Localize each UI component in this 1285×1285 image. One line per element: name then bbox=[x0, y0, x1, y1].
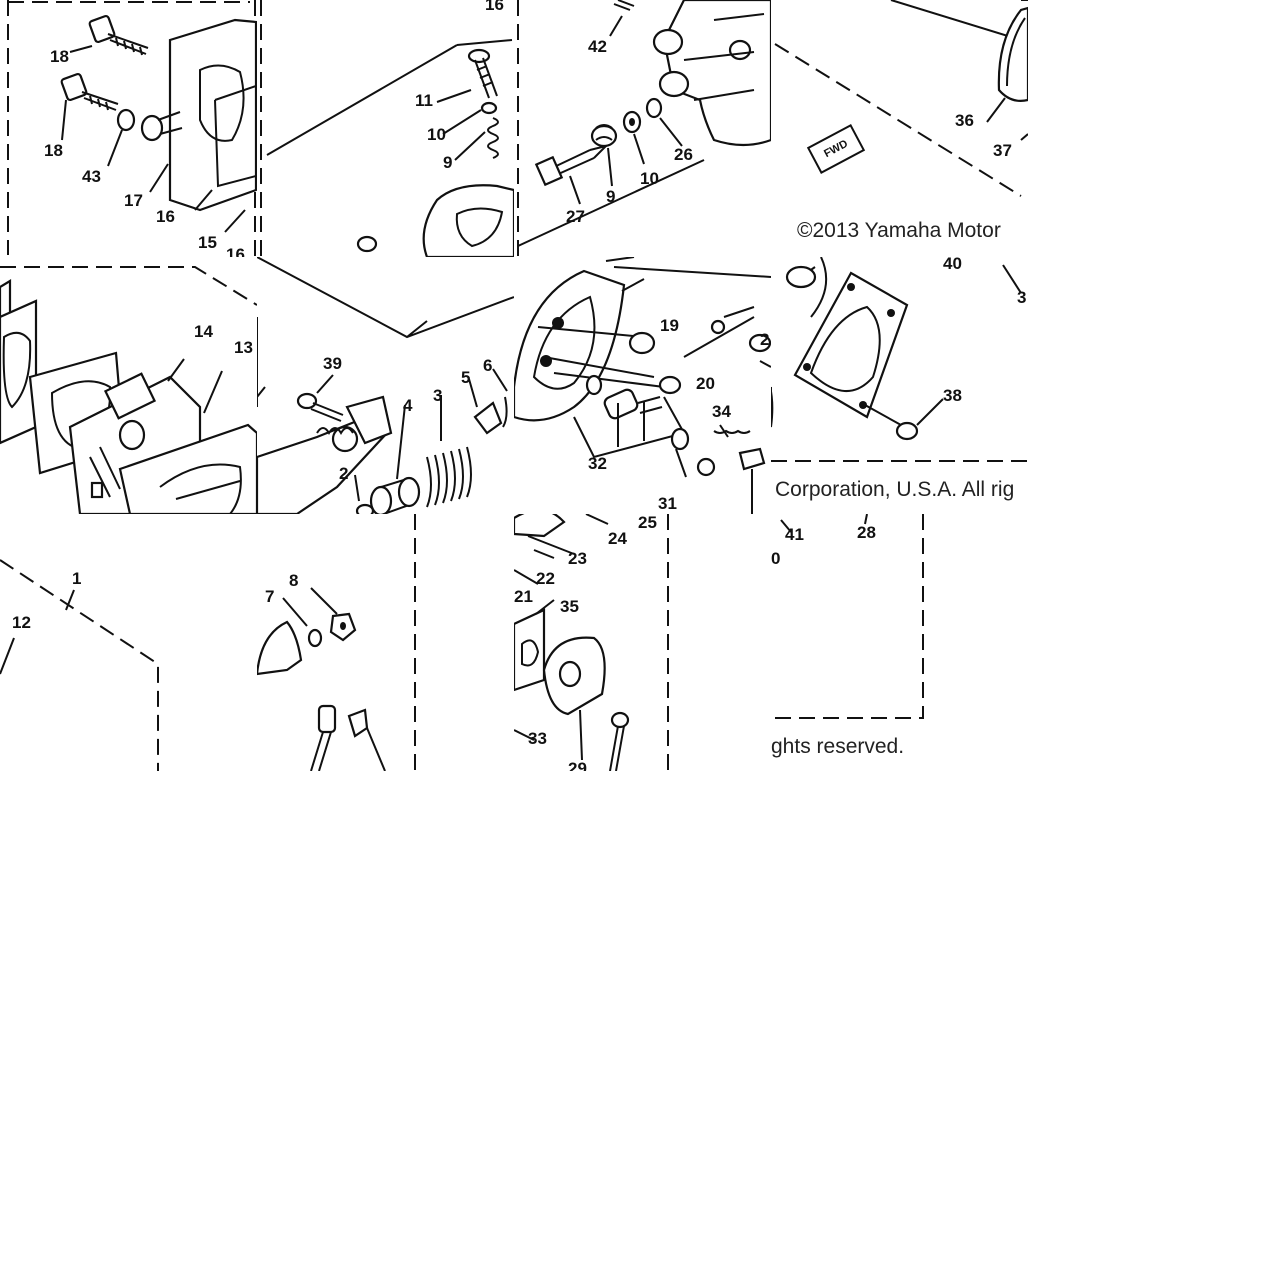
callout-39: 39 bbox=[323, 354, 342, 373]
callout-3: 3 bbox=[433, 386, 443, 405]
throttle-lever-drawing bbox=[257, 257, 514, 514]
diagram-tile-r2-c0: 1 12 bbox=[0, 514, 257, 771]
callout-0: 0 bbox=[771, 549, 781, 568]
diagram-tile-r1-c3: 40 3 38 Corporation, U.S.A. All rig bbox=[771, 257, 1028, 514]
linkage-drawing bbox=[257, 514, 416, 771]
air-filter-drawing bbox=[774, 0, 1028, 197]
assembly-outline-drawing bbox=[0, 559, 159, 771]
carburetor-cover-drawing bbox=[514, 257, 771, 514]
callout-29: 29 bbox=[568, 759, 587, 771]
copyright-line-3: ghts reserved. bbox=[771, 735, 905, 758]
callout-4: 4 bbox=[403, 396, 413, 415]
callout-18a: 18 bbox=[50, 47, 69, 66]
float-bowl-drawing bbox=[514, 514, 669, 771]
callout-5: 5 bbox=[461, 368, 471, 387]
callout-9b: 9 bbox=[606, 187, 616, 206]
callout-35: 35 bbox=[560, 597, 579, 616]
callout-23: 23 bbox=[568, 549, 587, 568]
copyright-line-1: ©2013 Yamaha Motor bbox=[797, 219, 1001, 242]
callout-28: 28 bbox=[857, 523, 876, 542]
diagram-tile-r0-c0: 18 18 43 17 16 15 16 bbox=[0, 0, 257, 257]
pump-gasket-stack-drawing bbox=[0, 266, 257, 514]
callout-9: 9 bbox=[443, 153, 453, 172]
callout-27: 27 bbox=[566, 207, 585, 226]
callout-41: 41 bbox=[785, 525, 804, 544]
callout-2: 2 bbox=[339, 464, 349, 483]
callout-32: 32 bbox=[588, 454, 607, 473]
carburetor-body-drawing bbox=[517, 0, 771, 257]
callout-12: 12 bbox=[12, 613, 31, 632]
callout-10: 10 bbox=[427, 125, 446, 144]
callout-20: 20 bbox=[696, 374, 715, 393]
callout-37: 37 bbox=[993, 141, 1012, 160]
callout-36: 36 bbox=[955, 111, 974, 130]
diagram-tile-r0-c1: 16 11 10 9 bbox=[257, 0, 514, 257]
callout-34: 34 bbox=[712, 402, 731, 421]
callout-16b: 16 bbox=[226, 245, 245, 257]
callout-33: 33 bbox=[528, 729, 547, 748]
needle-valve-drawing bbox=[260, 0, 514, 257]
diagram-tile-r0-c2: 42 26 9 10 27 bbox=[514, 0, 771, 257]
callout-26: 26 bbox=[674, 145, 693, 164]
callout-22: 22 bbox=[536, 569, 555, 588]
diagram-tile-r1-c0: 14 13 bbox=[0, 257, 257, 514]
frame-corner-drawing bbox=[771, 514, 924, 719]
callout-7: 7 bbox=[265, 587, 275, 606]
callout-24: 24 bbox=[608, 529, 627, 548]
diagram-tile-r2-c2: 24 25 23 22 21 35 33 29 bbox=[514, 514, 771, 771]
callout-11: 11 bbox=[415, 91, 433, 110]
callout-40: 40 bbox=[943, 257, 962, 273]
callout-38: 38 bbox=[943, 386, 962, 405]
callout-10b: 10 bbox=[640, 169, 659, 188]
callout-6: 6 bbox=[483, 356, 493, 375]
callout-1: 1 bbox=[72, 569, 82, 588]
callout-8: 8 bbox=[289, 571, 299, 590]
air-filter-plate-drawing bbox=[771, 257, 1028, 462]
callout-25: 25 bbox=[638, 514, 657, 532]
callout-43: 43 bbox=[82, 167, 101, 186]
callout-3b: 3 bbox=[1017, 288, 1027, 307]
diagram-tile-r0-c3: FWD 36 37 ©2013 Yamaha Motor bbox=[771, 0, 1028, 257]
callout-13: 13 bbox=[234, 338, 253, 357]
copyright-line-2: Corporation, U.S.A. All rig bbox=[775, 478, 1015, 501]
diagram-tile-r2-c1: 8 7 bbox=[257, 514, 514, 771]
callout-21: 21 bbox=[514, 587, 533, 606]
callout-16c: 16 bbox=[485, 0, 504, 14]
diagram-tile-r1-c2: 19 20 34 32 31 2 bbox=[514, 257, 771, 514]
fuel-pump-bolts-drawing bbox=[7, 0, 257, 257]
callout-14: 14 bbox=[194, 322, 213, 341]
callout-16a: 16 bbox=[156, 207, 175, 226]
callout-17: 17 bbox=[124, 191, 143, 210]
callout-15: 15 bbox=[198, 233, 217, 252]
callout-31: 31 bbox=[658, 494, 677, 513]
diagram-tile-r2-c3: 41 28 0 ghts reserved. bbox=[771, 514, 1028, 771]
callout-42: 42 bbox=[588, 37, 607, 56]
diagram-tile-r1-c1: 39 4 3 5 6 2 bbox=[257, 257, 514, 514]
callout-18b: 18 bbox=[44, 141, 63, 160]
callout-2b: 2 bbox=[760, 330, 770, 349]
callout-19: 19 bbox=[660, 316, 679, 335]
